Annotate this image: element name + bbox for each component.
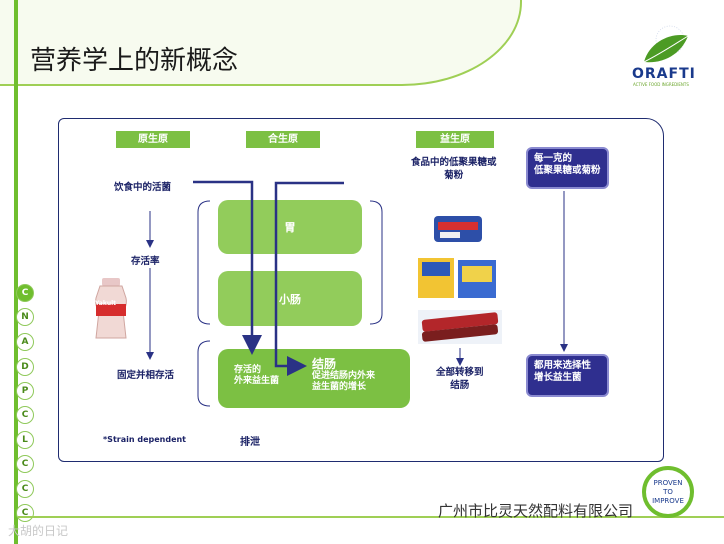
bottom-bracket xyxy=(198,341,210,406)
proven-badge: PROVEN TO IMPROVE xyxy=(642,466,694,518)
side-nav-c5[interactable]: C xyxy=(16,504,34,522)
side-nav-n[interactable]: N xyxy=(16,308,34,326)
right-bracket xyxy=(370,201,382,324)
side-nav-l[interactable]: L xyxy=(16,431,34,449)
side-nav-p[interactable]: P xyxy=(16,382,34,400)
left-bracket xyxy=(198,201,210,324)
watermark-left: 大胡的日记 xyxy=(8,522,68,539)
side-nav-c1[interactable]: C xyxy=(16,284,34,302)
side-nav-c2[interactable]: C xyxy=(16,406,34,424)
side-nav-c3[interactable]: C xyxy=(16,455,34,473)
side-nav-c4[interactable]: C xyxy=(16,480,34,498)
probiotic-path-arrow xyxy=(193,182,252,350)
watermark-right: 广州市比灵天然配料有限公司 xyxy=(438,500,633,521)
badge-line3: IMPROVE xyxy=(652,497,684,506)
synbiotic-path-arrow xyxy=(276,183,344,366)
side-nav-a[interactable]: A xyxy=(16,333,34,351)
badge-line2: TO xyxy=(652,488,684,497)
side-nav-d[interactable]: D xyxy=(16,358,34,376)
badge-line1: PROVEN xyxy=(652,479,684,488)
